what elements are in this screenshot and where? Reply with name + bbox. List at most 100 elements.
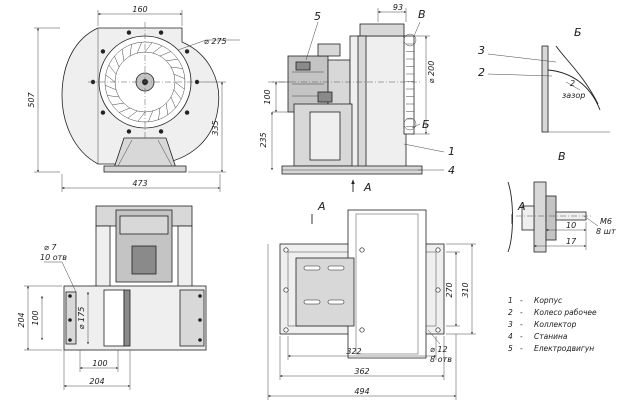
view-a-left: А — [317, 200, 326, 213]
impeller-blade — [137, 42, 142, 54]
bolt-hole — [126, 30, 132, 35]
detail-c-bolt-count: 8 шт — [596, 227, 616, 236]
svg-text:Коллектор: Коллектор — [534, 320, 577, 329]
dim-310: 310 — [461, 282, 470, 297]
impeller-blade — [170, 66, 183, 69]
impeller-blade — [173, 89, 182, 100]
flange-bolt-ring — [90, 30, 200, 134]
impeller-blade — [121, 49, 125, 61]
dim-100-horizontal: 100 — [92, 359, 107, 368]
front-stand — [113, 137, 177, 169]
side-view: 93 ⌀ 200 100 235 5 В Б 1 4 А — [259, 3, 455, 194]
svg-text:-: - — [520, 308, 523, 317]
impeller-blade — [137, 111, 146, 122]
mount-slot — [303, 299, 321, 305]
front-view: 160 ⌀ 275 507 335 473 — [27, 5, 240, 192]
svg-text:5: 5 — [508, 344, 513, 353]
bolt-hole — [100, 49, 106, 54]
flange-hole — [68, 338, 72, 342]
dim-100-vertical: 100 — [31, 310, 40, 325]
bolt-hole — [158, 129, 164, 134]
legend-item: 1 - Корпус — [508, 296, 563, 305]
legend-item: 3 - Коллектор — [508, 320, 577, 329]
plan-flange-holes — [68, 294, 202, 342]
legend-item: 4 - Станина — [508, 332, 568, 341]
detail-b-gap-value: 2 — [570, 79, 575, 88]
detail-b-title: Б — [574, 26, 582, 39]
impeller-blade — [170, 96, 176, 108]
dim-diameter-7: ⌀ 7 — [44, 243, 57, 252]
impeller-blade — [107, 95, 120, 98]
impeller-blade — [159, 51, 171, 57]
bolt-hole — [194, 79, 200, 85]
dim-10-holes: 10 отв — [40, 253, 67, 262]
view-arrow-a: А — [363, 181, 372, 194]
bolt-hole — [184, 49, 190, 54]
dim-204-horizontal: 204 — [89, 377, 104, 386]
dim-507: 507 — [27, 91, 36, 107]
impeller-blade — [114, 56, 120, 68]
legend-item: 2 - Колесо рабочее — [508, 308, 597, 317]
dim-362: 362 — [354, 367, 369, 376]
flange-hole — [198, 338, 202, 342]
impeller-blade — [173, 74, 185, 79]
base-hole — [435, 287, 441, 293]
detail-b: Б 3 2 2 зазор — [478, 26, 610, 133]
dim-235: 235 — [259, 132, 268, 147]
svg-text:4: 4 — [508, 332, 513, 341]
dim-473: 473 — [132, 179, 147, 188]
parts-legend: 1 - Корпус 2 - Колесо рабочее 3 - Коллек… — [508, 296, 597, 353]
svg-text:Станина: Станина — [534, 332, 568, 341]
dim-diameter-200: ⌀ 200 — [427, 61, 436, 84]
base-hole — [283, 327, 289, 333]
impeller-blade — [174, 81, 185, 90]
impeller-blade — [119, 107, 131, 113]
dim-diameter-275: ⌀ 275 — [204, 37, 227, 46]
motor-mount-slots — [303, 265, 345, 305]
impeller-blades — [105, 42, 185, 122]
dim-494: 494 — [354, 387, 369, 396]
bolt-hole — [100, 110, 106, 115]
svg-text:-: - — [520, 296, 523, 305]
view-a-right: А — [517, 200, 526, 213]
flange-hole — [198, 294, 202, 298]
detail-c: В M6 8 шт 10 17 — [507, 150, 616, 253]
svg-text:-: - — [520, 344, 523, 353]
svg-text:1: 1 — [508, 296, 513, 305]
svg-text:-: - — [520, 320, 523, 329]
callout-detail-b: Б — [422, 118, 430, 131]
flange-hole — [198, 318, 202, 322]
callout-detail-c: В — [418, 8, 426, 21]
base-hole — [359, 247, 365, 253]
bolt-hole — [184, 110, 190, 115]
base-bolt-holes — [283, 247, 441, 333]
dim-93: 93 — [393, 3, 403, 12]
base-hole — [359, 327, 365, 333]
impeller-blade — [105, 85, 117, 90]
detail-c-dim-10: 10 — [566, 221, 576, 230]
bolt-hole — [126, 129, 132, 134]
svg-text:2: 2 — [508, 308, 513, 317]
impeller-blade — [148, 110, 153, 122]
mount-slot — [327, 299, 345, 305]
base-view: А А 270 310 ⌀ 12 8 отв 322 362 494 — [267, 200, 526, 400]
dim-diameter-12: ⌀ 12 — [430, 345, 448, 354]
dim-204-vertical: 204 — [17, 312, 26, 327]
base-hole — [283, 287, 289, 293]
impeller-blade — [129, 44, 132, 57]
detail-c-dim-17: 17 — [566, 237, 577, 246]
detail-c-bolt: M6 — [600, 217, 612, 226]
legend-item: 5 - Електродвигун — [508, 344, 594, 353]
detail-b-gap-label: зазор — [562, 91, 585, 100]
impeller-blade — [158, 107, 161, 120]
svg-text:Колесо рабочее: Колесо рабочее — [534, 308, 597, 317]
svg-text:Електродвигун: Електродвигун — [534, 344, 594, 353]
base-collector — [347, 209, 427, 359]
callout-5: 5 — [314, 10, 321, 23]
base-hole — [283, 247, 289, 253]
svg-text:Корпус: Корпус — [534, 296, 563, 305]
dim-270: 270 — [445, 282, 454, 297]
mount-slot — [303, 265, 321, 271]
base-hole — [435, 247, 441, 253]
